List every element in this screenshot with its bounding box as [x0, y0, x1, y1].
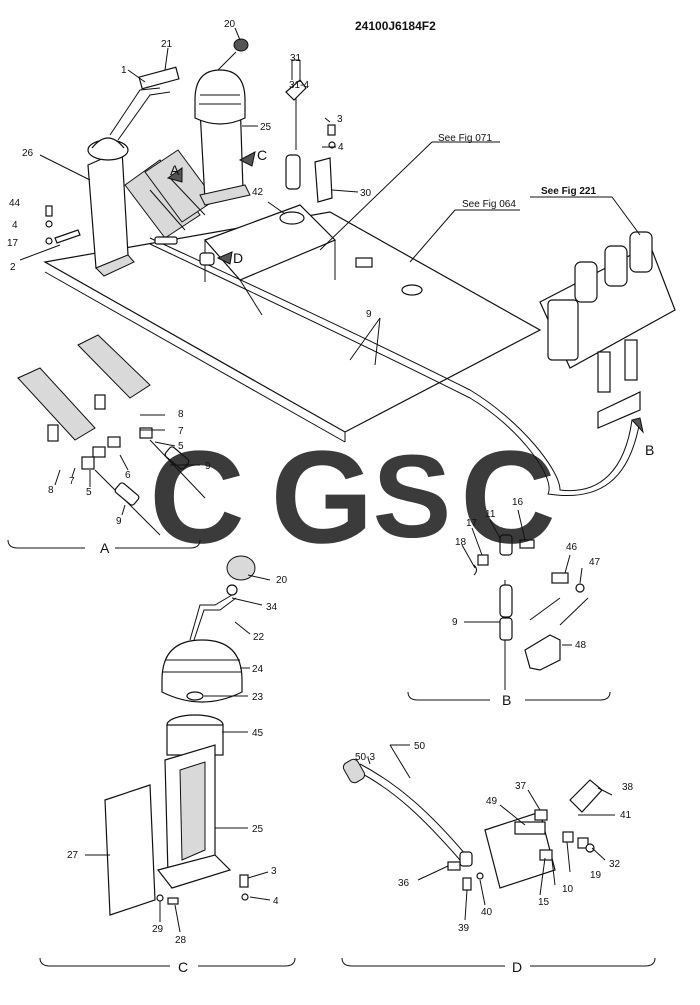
detail-d — [341, 744, 656, 967]
callout: 50-3 — [355, 752, 375, 763]
section-b-bracket — [407, 691, 490, 701]
callout: 45 — [252, 728, 264, 739]
callout: 27 — [67, 850, 79, 861]
section-c-bracket — [39, 957, 170, 967]
callout: 44 — [9, 198, 21, 209]
callout: 50 — [414, 741, 426, 752]
callout: 10 — [562, 884, 574, 895]
callout: 42 — [252, 187, 264, 198]
callout: 49 — [486, 796, 498, 807]
callout: 24 — [252, 664, 264, 675]
detail-a — [7, 334, 206, 549]
arrow-c — [238, 151, 256, 167]
control-valve — [539, 231, 676, 429]
callout: 23 — [252, 692, 264, 703]
drawing-number: 24100J6184F2 — [355, 19, 436, 33]
arrow-a — [166, 167, 183, 183]
section-a-bracket — [7, 539, 85, 549]
callout: B — [645, 442, 654, 458]
ref-fig-064: See Fig 064 — [462, 199, 516, 210]
callout: 4 — [338, 142, 344, 153]
ref-fig-221: See Fig 221 — [541, 186, 596, 197]
callout: 18 — [455, 537, 467, 548]
callout: 22 — [253, 632, 265, 643]
callout: 38 — [622, 782, 634, 793]
main-assembly — [43, 38, 676, 497]
callout: A — [170, 162, 180, 178]
pedal-stand — [87, 66, 180, 277]
callout: 19 — [590, 870, 602, 881]
callout: 20 — [224, 19, 236, 30]
section-label-a: A — [100, 540, 110, 556]
callout: 28 — [175, 935, 187, 946]
callout: 34 — [266, 602, 278, 613]
callout: 17 — [466, 518, 478, 529]
callout: 4 — [12, 220, 18, 231]
callout: 40 — [481, 907, 493, 918]
callout: 16 — [512, 497, 524, 508]
callout: 39 — [458, 923, 470, 934]
section-label-b: B — [502, 692, 511, 708]
callout: 9 — [366, 309, 372, 320]
callout: D — [233, 250, 243, 266]
callout: 2 — [10, 262, 16, 273]
callout: 5 — [178, 441, 184, 452]
watermark-letter: S — [373, 431, 452, 563]
callout: 41 — [620, 810, 632, 821]
travel-pedals — [124, 149, 216, 239]
detail-c — [39, 555, 296, 967]
callout: 1 — [121, 65, 127, 76]
callout: 5 — [86, 487, 92, 498]
callout: 29 — [152, 924, 164, 935]
callout: 31-4 — [289, 80, 309, 91]
callout: 8 — [48, 485, 54, 496]
detail-b — [407, 509, 611, 701]
callout: 20 — [276, 575, 288, 586]
watermark-letter: C — [460, 424, 555, 571]
callout: 30 — [360, 188, 372, 199]
callout: 48 — [575, 640, 587, 651]
section-label-d: D — [512, 959, 522, 975]
callout: 25 — [260, 122, 272, 133]
callout: 11 — [485, 509, 496, 520]
callout: 37 — [515, 781, 527, 792]
callout: 17 — [7, 238, 19, 249]
callout: 7 — [69, 476, 75, 487]
ref-fig-071: See Fig 071 — [438, 133, 492, 144]
callout: 9 — [205, 461, 211, 472]
watermark-letter: C — [149, 424, 244, 571]
callout: 36 — [398, 878, 410, 889]
callout: 3 — [271, 866, 277, 877]
watermark-letter: G — [271, 424, 374, 571]
callout: C — [257, 147, 267, 163]
section-label-c: C — [178, 959, 188, 975]
callout: 26 — [22, 148, 34, 159]
lever-stand — [194, 38, 251, 206]
leader-lines-top — [19, 27, 644, 434]
callout: 9 — [116, 516, 122, 527]
section-d-bracket — [341, 957, 505, 967]
callout: 25 — [252, 824, 264, 835]
callout: 6 — [125, 470, 131, 481]
callout: 32 — [609, 859, 621, 870]
callout: 21 — [161, 39, 173, 50]
callout: 46 — [566, 542, 578, 553]
callout: 31 — [290, 53, 302, 64]
callout: 15 — [538, 897, 550, 908]
callout: 9 — [452, 617, 458, 628]
callout: 3 — [337, 114, 343, 125]
arrow-d — [216, 251, 233, 265]
callout: 7 — [178, 426, 184, 437]
callout: 8 — [178, 409, 184, 420]
callout: 4 — [273, 896, 279, 907]
arrow-b — [631, 417, 644, 434]
callout: 47 — [589, 557, 601, 568]
